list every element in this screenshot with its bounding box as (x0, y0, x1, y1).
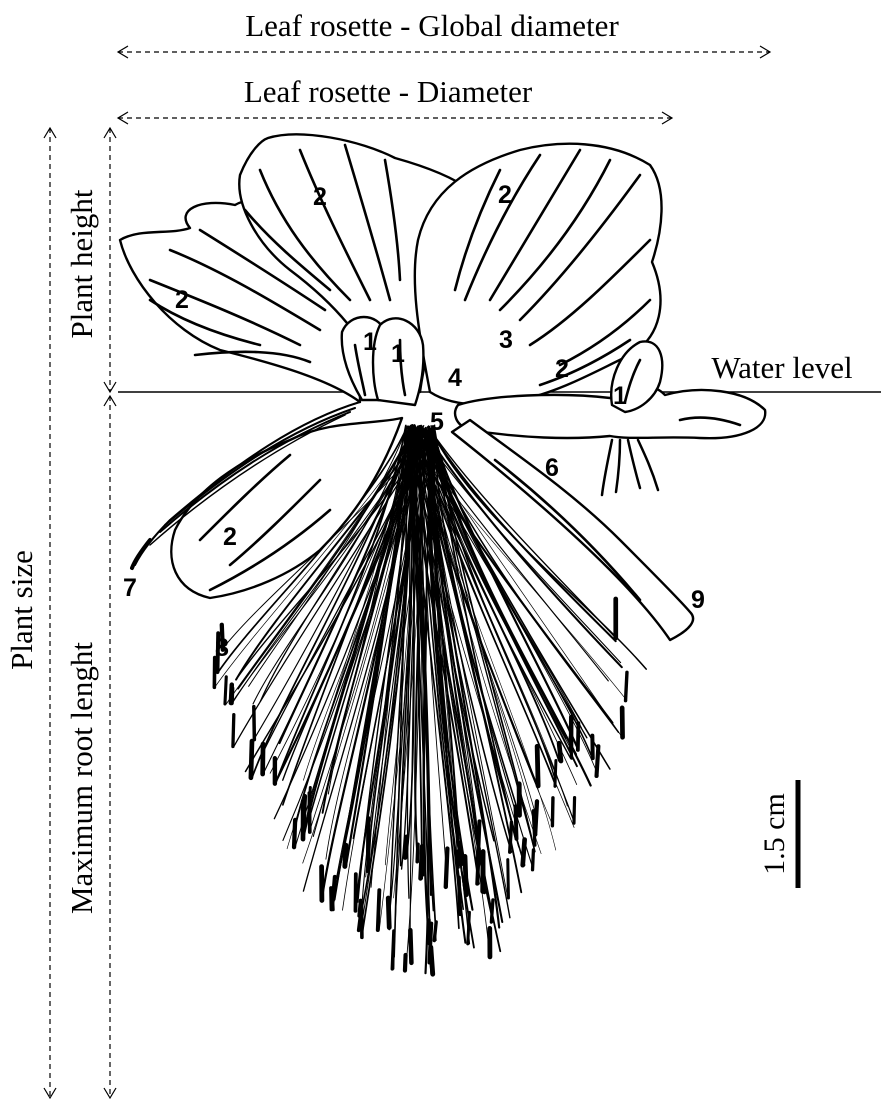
root-tip (537, 746, 538, 786)
root-tip (434, 922, 436, 941)
diameter-label: Leaf rosette - Diameter (244, 74, 533, 109)
part-label-1-middle: 1 (391, 340, 405, 368)
part-label-2-right: 2 (555, 355, 569, 383)
root-tip (378, 890, 380, 930)
root-tip (508, 860, 509, 898)
part-label-1-left: 1 (363, 328, 377, 356)
global-diameter-arrow (118, 46, 770, 58)
plant-height-label: Plant height (64, 189, 99, 338)
root-tip (333, 877, 335, 900)
part-label-2-left: 2 (175, 286, 189, 314)
root-tip (429, 923, 431, 962)
plant-height-arrow (104, 128, 116, 392)
water-level-label: Water level (711, 350, 852, 385)
part-label-7: 7 (123, 574, 137, 602)
part-label-8: 8 (215, 634, 229, 662)
part-label-9: 9 (691, 586, 705, 614)
stolon-right (452, 420, 693, 640)
plant-size-label: Plant size (4, 550, 39, 670)
root-tuft-right (602, 440, 658, 495)
root-tip (446, 848, 448, 886)
max-root-length-arrow (104, 396, 116, 1098)
max-root-length-label: Maximum root lenght (64, 642, 99, 914)
root-tip (491, 900, 493, 922)
diameter-arrow (118, 112, 672, 124)
part-label-3: 3 (499, 326, 513, 354)
part-label-1-right: 1 (613, 382, 627, 410)
root-tip (574, 798, 575, 824)
root-tip (303, 796, 304, 826)
part-label-2-top-right: 2 (498, 181, 512, 209)
root-tip (523, 840, 525, 866)
root-tip (251, 741, 252, 778)
root-tip (417, 844, 418, 861)
part-label-2-lower-left: 2 (223, 523, 237, 551)
part-label-6: 6 (545, 454, 559, 482)
plant-size-arrow (44, 128, 56, 1098)
root-tip (421, 846, 423, 878)
root-tip (345, 845, 346, 866)
scale-bar: 1.5 cm (758, 780, 798, 888)
root-tip (410, 930, 411, 963)
root-tip (405, 955, 406, 971)
part-label-2-top-center: 2 (313, 183, 327, 211)
plant-drawing (120, 134, 765, 974)
root-tip (233, 715, 234, 747)
root-tip (533, 850, 534, 870)
root-tip (597, 746, 599, 776)
part-label-5: 5 (430, 408, 444, 436)
root-tip (552, 798, 553, 826)
root-tip (626, 672, 627, 700)
part-label-4: 4 (448, 364, 462, 392)
global-diameter-label: Leaf rosette - Global diameter (245, 8, 619, 43)
scale-label: 1.5 cm (758, 793, 791, 875)
root-tip (405, 837, 406, 857)
root-tip (225, 677, 226, 704)
root-tip (232, 688, 233, 703)
root-tip (254, 707, 255, 740)
